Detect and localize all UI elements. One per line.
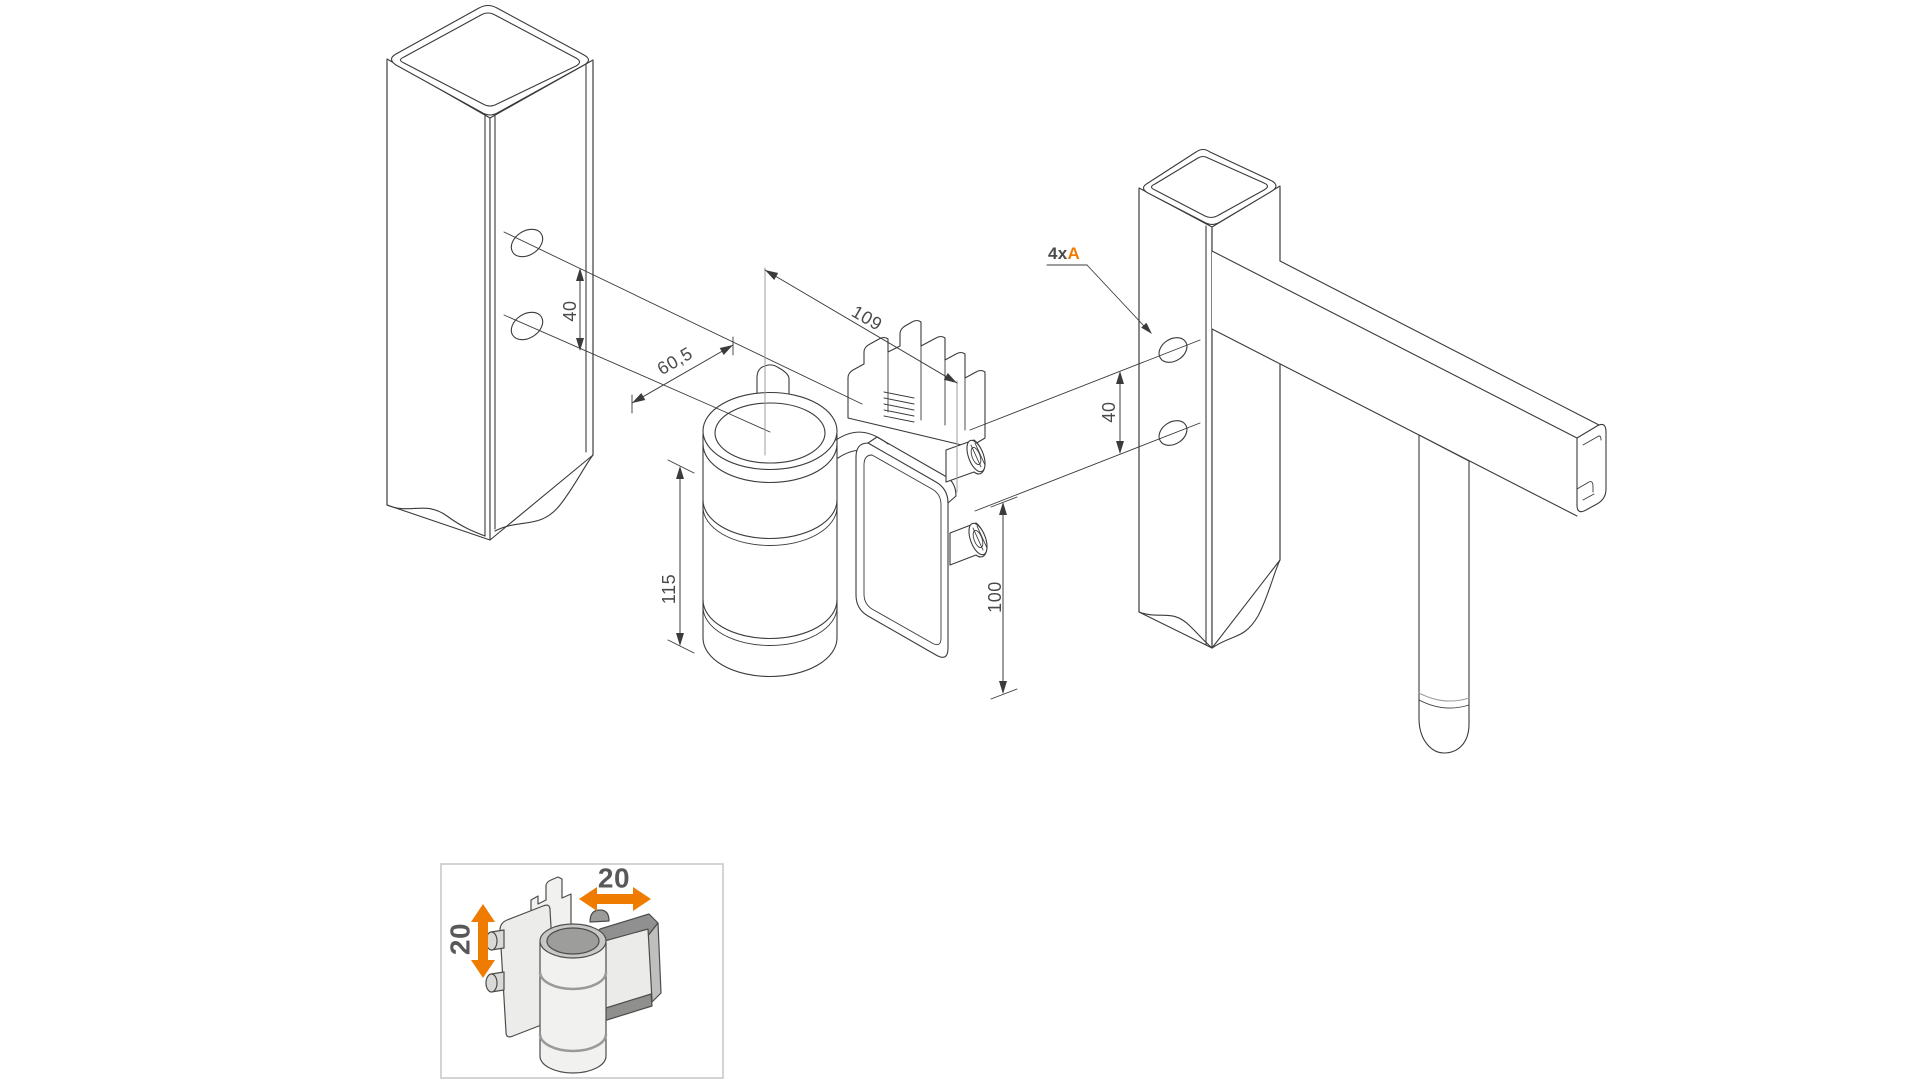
gate-round-bar	[1418, 434, 1470, 754]
left-post-top-opening	[399, 12, 581, 107]
axis-line-right-bottom	[974, 422, 1201, 512]
axis-lines	[503, 231, 1201, 512]
left-post-front-right-face	[489, 59, 594, 541]
hinge-leaf-inner-contour	[863, 454, 942, 646]
left-post	[386, 4, 594, 541]
arrowhead	[632, 393, 646, 403]
hinge-leaf-top-edge	[867, 436, 957, 504]
callout-leader	[1086, 264, 1145, 327]
axis-line-right-top	[969, 339, 1201, 431]
left-post-break-line	[386, 504, 486, 537]
dimension-115: 115	[659, 459, 695, 654]
pin-slot	[970, 442, 986, 468]
gate-post-front-left-face	[1138, 187, 1213, 649]
arrowhead	[676, 466, 684, 479]
gate-post-top-face	[1142, 148, 1277, 226]
hinge-cylinder-rim-bottom	[702, 443, 838, 484]
arrowhead	[999, 681, 1007, 694]
gate-post-top-opening	[1150, 155, 1269, 219]
mini-bolt-bottom	[485, 971, 505, 993]
gate-post-break-line	[1211, 559, 1281, 649]
dimension-40-right: 40	[1099, 371, 1124, 454]
horizontal-adjust-arrow	[579, 887, 651, 911]
mini-pivot-tab	[589, 909, 610, 923]
arrowhead	[676, 633, 684, 646]
mini-bolt-top	[485, 929, 505, 951]
hinge-pin-top	[945, 439, 986, 483]
hinge-cylinder-seam	[702, 499, 838, 540]
gate-post-hole-top	[1158, 337, 1188, 363]
gate-frame	[1138, 148, 1607, 754]
arrowhead	[1116, 441, 1124, 454]
hinge-cylinder-top-face	[714, 402, 826, 464]
dimension-60-5: 60,5	[631, 336, 734, 414]
left-post-break-line	[494, 454, 594, 532]
arrowhead	[576, 338, 584, 351]
rail-end-profile	[1576, 423, 1607, 513]
arrowhead	[576, 268, 584, 281]
mini-cylinder	[538, 923, 608, 1074]
dim-label-40-right: 40	[1099, 401, 1119, 422]
dimension-40-left: 40	[560, 268, 584, 351]
callout-label: 4xA	[1048, 244, 1080, 263]
dim-label-115: 115	[659, 574, 679, 605]
hinge-bracket-ribs	[883, 391, 915, 423]
hinge-arm	[835, 431, 889, 445]
left-post-top-face	[390, 4, 590, 116]
mini-cylinder-cap	[546, 927, 600, 955]
arrowhead	[1116, 371, 1124, 384]
adjustment-inset: 20 20	[440, 863, 724, 1079]
dim-label-40-left: 40	[560, 300, 580, 321]
dim-label-60-5: 60,5	[654, 343, 696, 379]
arrowhead	[1141, 322, 1152, 334]
inset-label-horizontal-20: 20	[598, 863, 630, 894]
left-post-front-left-face	[386, 58, 491, 541]
pin-slot	[972, 525, 988, 551]
arrowhead	[719, 345, 733, 355]
dim-label-100: 100	[985, 581, 1005, 613]
axis-line-left-bottom	[503, 314, 715, 408]
dimension-100: 100	[985, 496, 1018, 700]
arrowhead	[943, 373, 957, 383]
callout-4xA: 4xA	[1046, 244, 1152, 334]
axis-line-left-top	[503, 231, 863, 405]
arrowhead	[765, 270, 779, 280]
gate-post-break-line	[1138, 611, 1213, 649]
hinge-cylinder-body	[702, 433, 838, 678]
hinge-leaf-plate	[855, 436, 957, 658]
inset-label-vertical-20: 20	[445, 923, 476, 955]
arrowhead	[999, 502, 1007, 515]
hinge-bracket	[847, 319, 986, 448]
hinge-cylinder-seam	[702, 599, 838, 640]
left-post-hole-bottom	[510, 311, 544, 341]
gate-top-rail	[1211, 250, 1607, 517]
hinge-cylinder-top-rim	[702, 391, 838, 471]
vertical-adjust-arrow	[471, 904, 495, 978]
hinge-pin-bottom	[949, 522, 988, 566]
gate-post-hole-bottom	[1158, 420, 1188, 446]
